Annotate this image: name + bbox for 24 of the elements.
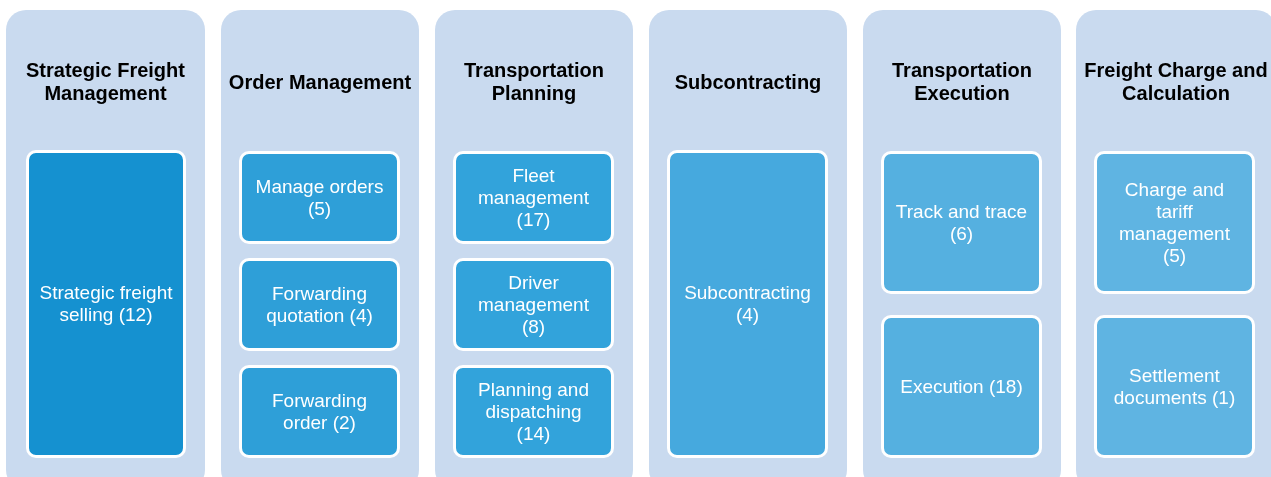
- category-panel: [435, 10, 633, 477]
- panel-heading: Subcontracting: [673, 69, 823, 95]
- function-box: Charge and tariff management (5): [1094, 151, 1255, 294]
- function-box: Fleet management (17): [453, 151, 614, 244]
- category-panel: [649, 10, 847, 477]
- function-box: Settlement documents (1): [1094, 315, 1255, 458]
- function-box: Forwarding quotation (4): [239, 258, 400, 351]
- panel-heading: Transportation Execution: [891, 58, 1033, 106]
- function-box: Manage orders (5): [239, 151, 400, 244]
- function-box: Subcontracting (4): [667, 150, 828, 458]
- function-box: Driver management (8): [453, 258, 614, 351]
- function-box: Strategic freight selling (12): [26, 150, 186, 458]
- panel-heading: Strategic Freight Management: [25, 58, 186, 106]
- panel-heading: Transportation Planning: [463, 58, 605, 106]
- function-box: Track and trace (6): [881, 151, 1042, 294]
- function-box: Forwarding order (2): [239, 365, 400, 458]
- category-panel: [1076, 10, 1271, 477]
- category-panel: [863, 10, 1061, 477]
- panel-heading: Order Management: [227, 69, 413, 95]
- function-box: Execution (18): [881, 315, 1042, 458]
- panel-heading: Freight Charge and Calculation: [1083, 58, 1269, 106]
- category-panel: [221, 10, 419, 477]
- category-panel: [6, 10, 205, 477]
- function-box: Planning and dispatching (14): [453, 365, 614, 458]
